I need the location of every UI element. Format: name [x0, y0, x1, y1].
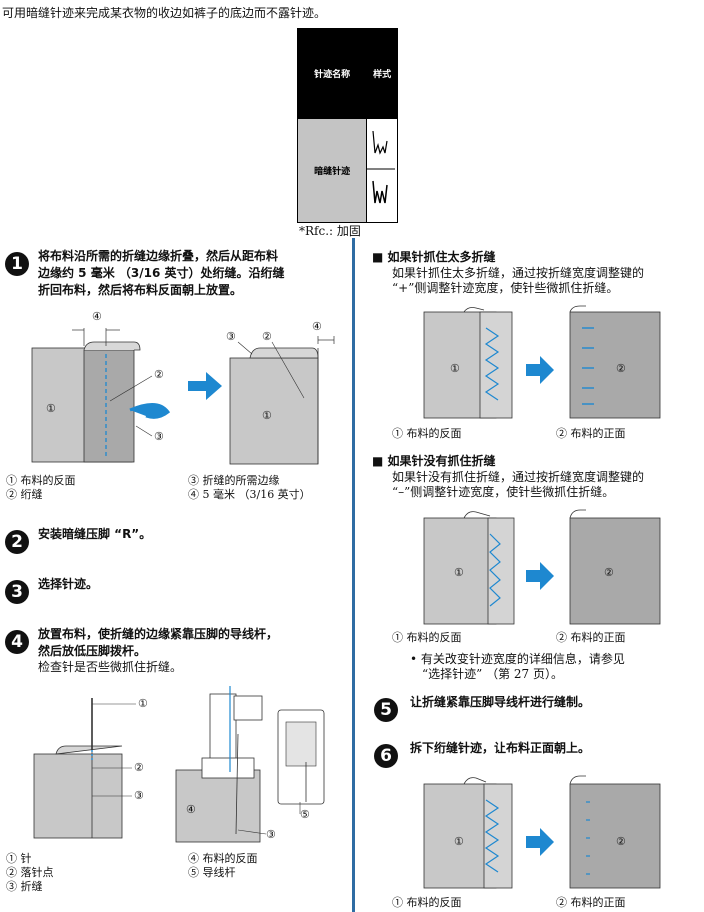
step-6-number: 6	[374, 744, 398, 768]
step-3-number: 3	[5, 580, 29, 604]
step-5-number: 5	[374, 698, 398, 722]
s4-callout-4: ④	[186, 803, 196, 816]
step-4-body: 检查针是否些微抓住折缝。	[38, 660, 183, 674]
s6-callout-1: ①	[454, 835, 464, 848]
section-too-many-body: 如果针抓住太多折缝，通过按折缝宽度调整键的 “+”侧调整针迹宽度，使针些微抓住折…	[392, 266, 645, 295]
nc-callout-2: ②	[604, 566, 614, 579]
s1-callout-2: ②	[154, 368, 164, 381]
s6-caption-1: ① 布料的反面	[392, 896, 462, 909]
step-2-title: 安装暗缝压脚 “R”。	[38, 527, 152, 541]
table-header-style: 样式	[366, 28, 398, 119]
step-4-captions-left: ① 针 ② 落针点 ③ 折缝	[6, 852, 54, 893]
step-3-title: 选择针迹。	[38, 577, 99, 591]
step-1-captions-right: ③ 折缝的所需边缘 ④ 5 毫米 （3/16 英寸）	[188, 474, 311, 501]
blind-stitch-icon	[367, 130, 396, 204]
s6-caption-2: ② 布料的正面	[556, 896, 626, 909]
step-5-title: 让折缝紧靠压脚导线杆进行缝制。	[410, 695, 591, 709]
column-divider	[352, 238, 355, 912]
step-4-title: 放置布料，使折缝的边缘紧靠压脚的导线杆， 然后放低压脚拨杆。	[38, 627, 279, 658]
step-1-folded-back-illustration	[229, 336, 335, 465]
s4-callout-5: ⑤	[300, 808, 310, 821]
step-1-number: 1	[5, 252, 29, 276]
table-header-name: 针迹名称	[296, 28, 368, 119]
step-4-captions-right: ④ 布料的反面 ⑤ 导线杆	[188, 852, 258, 879]
step-1-title: 将布料沿所需的折缝边缘折叠，然后从距布料 边缘约 5 毫米 （3/16 英寸）处…	[38, 249, 285, 297]
section-too-many-heading: ■ 如果针抓住太多折缝	[372, 250, 496, 264]
s1r-callout-4: ④	[312, 320, 322, 333]
s4-callout-3: ③	[134, 789, 144, 802]
step-6-title: 拆下绗缝针迹，让布料正面朝上。	[410, 741, 591, 755]
stitch-width-note: • 有关改变针迹宽度的详细信息，请参见 “选择针迹” （第 27 页）。	[410, 652, 625, 681]
tm-callout-1: ①	[450, 362, 460, 375]
tm-caption-2: ② 布料的正面	[556, 427, 626, 440]
not-catching-stitch-illustration	[423, 509, 661, 625]
square-bullet-icon: ■	[372, 454, 388, 468]
table-row-name: 暗缝针迹	[296, 118, 368, 223]
s1-callout-4: ④	[92, 310, 102, 323]
step-4-needle-illustration	[33, 698, 136, 839]
stitch-style-icons	[366, 118, 398, 223]
step-4-presser-foot-illustration	[175, 686, 325, 843]
table-footnote: *Rfc.: 加固	[299, 224, 361, 238]
s6-callout-2: ②	[616, 835, 626, 848]
nc-caption-1: ① 布料的反面	[392, 631, 462, 644]
s1r-callout-1: ①	[262, 409, 272, 422]
s1r-callout-2: ②	[262, 330, 272, 343]
step-1-folded-fabric-illustration	[31, 328, 171, 463]
step-2-number: 2	[5, 530, 29, 554]
step-4-number: 4	[5, 630, 29, 654]
nc-callout-1: ①	[454, 566, 464, 579]
s4-callout-3b: ③	[266, 828, 276, 841]
too-many-stitch-illustration	[423, 305, 661, 419]
s1r-callout-3: ③	[226, 330, 236, 343]
s1-callout-1: ①	[46, 402, 56, 415]
stitch-table: 针迹名称 样式 暗缝针迹	[296, 28, 398, 223]
section-not-catching-body: 如果针没有抓住折缝，通过按折缝宽度调整键的 “–”侧调整针迹宽度，使针些微抓住折…	[392, 470, 645, 499]
s4-callout-1: ①	[138, 697, 148, 710]
square-bullet-icon: ■	[372, 250, 388, 264]
s4-callout-2: ②	[134, 761, 144, 774]
intro-text: 可用暗缝针迹来完成某衣物的收边如裤子的底边而不露针迹。	[2, 6, 327, 20]
tm-callout-2: ②	[616, 362, 626, 375]
arrow-right-icon	[188, 372, 222, 400]
section-not-catching-heading: ■ 如果针没有抓住折缝	[372, 454, 496, 468]
s1-callout-3: ③	[154, 430, 164, 443]
nc-caption-2: ② 布料的正面	[556, 631, 626, 644]
step-1-captions-left: ① 布料的反面 ② 绗缝	[6, 474, 76, 501]
remove-basting-illustration	[423, 775, 661, 889]
tm-caption-1: ① 布料的反面	[392, 427, 462, 440]
